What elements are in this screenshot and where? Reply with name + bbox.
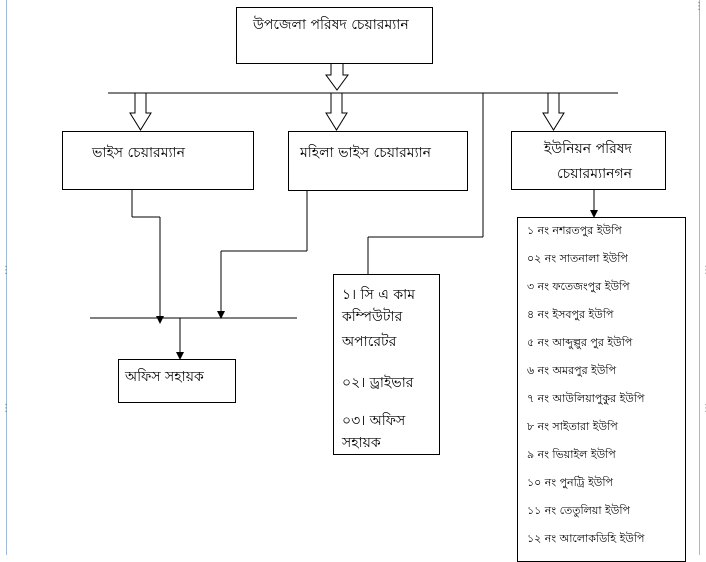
union-list-item: ০২ নং সাতনালা ইউপি	[527, 252, 628, 265]
staff-line-5: ০৩। অফিস	[342, 413, 406, 429]
office-assistant-box: অফিস সহায়ক	[118, 359, 236, 403]
vice-chairman-box: ভাইস চেয়ারম্যান	[62, 131, 254, 190]
office-assistant-label: অফিস সহায়ক	[125, 369, 204, 385]
union-list-item: ১১ নং তেতুলিয়া ইউপি	[527, 504, 630, 517]
arrowhead-icon	[590, 210, 598, 218]
block-arrow-vice-icon	[129, 92, 152, 131]
right-resize-grip-icon[interactable]: ⋮	[701, 265, 706, 276]
female-vice-chairman-box: মহিলা ভাইস চেয়ারম্যান	[288, 131, 468, 191]
union-chairmen-line2: চেয়ারম্যানগন	[557, 166, 633, 182]
union-list-item: ১ নং নশরতপুর ইউপি	[527, 224, 622, 237]
union-list-item: ৯ নং ভিয়াইল ইউপি	[527, 448, 616, 461]
left-resize-grip-icon[interactable]: ⋮	[1, 403, 11, 414]
right-panel-border	[699, 0, 700, 555]
union-chairmen-line1: ইউনিয়ন পরিষদ	[544, 141, 632, 157]
staff-line-1: ১। সি এ কাম	[342, 287, 415, 303]
staff-line-2: কম্পিউটার	[342, 309, 403, 325]
arrowhead-icon	[156, 316, 164, 324]
arrowhead-icon	[176, 352, 184, 360]
union-list-item: ১২ নং আলোকডিহি ইউপি	[527, 532, 645, 545]
female-vice-chairman-label: মহিলা ভাইস চেয়ারম্যান	[300, 145, 432, 161]
union-list-item: ৭ নং আউলিয়াপুকুর ইউপি	[527, 392, 645, 405]
union-list-item: ৬ নং অমরপুর ইউপি	[527, 364, 617, 377]
union-list-item: ৩ নং ফতেজংপুর ইউপি	[527, 280, 630, 293]
vice-chairman-label: ভাইস চেয়ারম্যান	[92, 145, 185, 161]
right-resize-grip-icon[interactable]: ⋮	[701, 403, 706, 414]
union-list-item: ৮ নং সাইতারা ইউপি	[527, 420, 618, 433]
staff-line-3: অপারেটর	[342, 334, 397, 350]
union-list-item: ৫ নং আব্দুল্পুর পুর ইউপি	[527, 336, 633, 349]
staff-line-4: ০২। ড্রাইভার	[342, 375, 414, 391]
staff-line-6: সহায়ক	[342, 435, 381, 451]
union-chairmen-box: ইউনিয়ন পরিষদ চেয়ারম্যানগন	[511, 131, 666, 190]
staff-box: ১। সি এ কাম কম্পিউটার অপারেটর ০২। ড্রাইভ…	[333, 274, 440, 455]
union-list-item: ৪ নং ইসবপুর ইউপি	[527, 308, 614, 321]
top-right-grip-icon[interactable]: ⋮	[694, 1, 704, 12]
arrowhead-icon	[217, 311, 225, 319]
union-list-item: ১০ নং পুনট্রি ইউপি	[527, 476, 613, 489]
union-list-box: ১ নং নশরতপুর ইউপি ০২ নং সাতনালা ইউপি ৩ ন…	[517, 217, 686, 562]
block-arrow-female-vice-icon	[325, 92, 348, 131]
block-arrow-top-icon	[325, 62, 349, 91]
upazila-chairman-label: উপজেলা পরিষদ চেয়ারম্যান	[253, 17, 409, 33]
upazila-chairman-box: উপজেলা পরিষদ চেয়ারম্যান	[236, 7, 433, 64]
left-panel-border	[6, 0, 7, 555]
block-arrow-union-icon	[542, 92, 565, 131]
left-resize-grip-icon[interactable]: ⋮	[1, 265, 11, 276]
